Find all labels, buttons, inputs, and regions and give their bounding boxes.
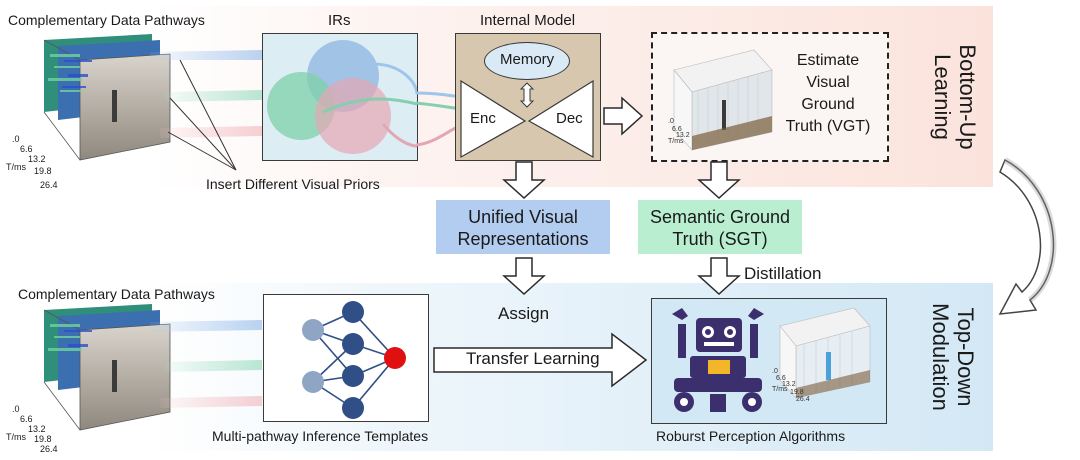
algorithms-plot bbox=[779, 307, 871, 399]
top-down-label: Top-Down Modulation bbox=[928, 292, 978, 422]
pathways-label-top: Complementary Data Pathways bbox=[8, 12, 205, 28]
irs-title: IRs bbox=[328, 12, 351, 29]
tick-2: 13.2 bbox=[676, 132, 690, 139]
templates-label: Multi-pathway Inference Templates bbox=[212, 428, 429, 444]
ir-circle-pink bbox=[315, 78, 391, 154]
dec-label: Dec bbox=[556, 110, 583, 127]
encoder-decoder bbox=[460, 79, 594, 159]
tick-4: 26.4 bbox=[40, 444, 58, 454]
beam-pink-top bbox=[160, 126, 262, 138]
robot-icon bbox=[672, 308, 764, 412]
vgt-line-2: Visual bbox=[806, 74, 850, 91]
enc-label: Enc bbox=[470, 110, 496, 127]
hidden-node-1 bbox=[342, 301, 364, 323]
semantic-line-1: Semantic Ground bbox=[649, 207, 791, 227]
arrow-unified-to-assign bbox=[502, 257, 546, 296]
tick-2: 13.2 bbox=[28, 154, 46, 164]
vgt-plot bbox=[673, 49, 773, 151]
unified-line-1: Unified Visual bbox=[468, 207, 578, 227]
data-stack-top bbox=[43, 34, 171, 161]
priors-pointer-lines bbox=[167, 59, 237, 171]
arrow-vgt-to-semantic bbox=[697, 161, 741, 200]
arrow-model-to-vgt bbox=[603, 96, 644, 136]
arrow-transfer-learning bbox=[433, 332, 648, 388]
vgt-label: Estimate Visual Ground Truth (VGT) bbox=[770, 50, 886, 138]
tick-1: 6.6 bbox=[20, 144, 33, 154]
tick-0: .0 bbox=[772, 368, 778, 375]
hidden-node-4 bbox=[342, 397, 364, 419]
semantic-line-2: Truth (SGT) bbox=[672, 229, 768, 249]
encoder-shape bbox=[460, 79, 527, 159]
tick-2: 13.2 bbox=[782, 381, 796, 388]
stack-noise-blue bbox=[62, 60, 92, 88]
unified-box bbox=[436, 200, 610, 254]
ir-link-pink bbox=[381, 123, 417, 148]
internal-model-title: Internal Model bbox=[480, 12, 576, 29]
tick-0: .0 bbox=[12, 134, 20, 144]
beam-green-bottom bbox=[165, 360, 262, 372]
tick-0: .0 bbox=[12, 404, 20, 414]
algorithms-label: Roburst Perception Algorithms bbox=[656, 428, 846, 444]
unified-label: Unified Visual Representations bbox=[436, 206, 610, 250]
beam-pink-bottom bbox=[160, 396, 262, 408]
tick-4: 26.4 bbox=[796, 396, 810, 403]
tick-3: 19.8 bbox=[790, 389, 804, 396]
tick-2: 13.2 bbox=[28, 424, 46, 434]
pathways-label-bottom: Complementary Data Pathways bbox=[18, 286, 215, 302]
memory-label: Memory bbox=[500, 51, 555, 68]
axis-unit: T/ms bbox=[772, 386, 788, 393]
tick-1: 6.6 bbox=[776, 375, 786, 382]
axis-unit: T/ms bbox=[6, 162, 26, 172]
axis-unit: T/ms bbox=[6, 432, 26, 442]
ir-link-blue bbox=[372, 62, 417, 95]
memory-node bbox=[484, 42, 570, 80]
output-node bbox=[384, 347, 406, 369]
distillation-label: Distillation bbox=[744, 264, 822, 283]
irs-box bbox=[262, 33, 418, 161]
stack-noise bbox=[48, 54, 82, 92]
input-node-2 bbox=[302, 371, 324, 393]
tick-0: .0 bbox=[668, 118, 674, 125]
rgb-frame bbox=[79, 53, 171, 161]
memory-link-arrow bbox=[519, 82, 535, 108]
semantic-label: Semantic Ground Truth (SGT) bbox=[638, 206, 802, 250]
hidden-node-3 bbox=[342, 365, 364, 387]
tick-3: 19.8 bbox=[34, 166, 52, 176]
ir-link-green bbox=[322, 97, 417, 114]
transfer-label: Transfer Learning bbox=[466, 349, 600, 368]
vgt-line-3: Ground bbox=[801, 96, 855, 113]
tick-1: 6.6 bbox=[20, 414, 33, 424]
beam-blue-bottom bbox=[150, 320, 262, 332]
top-down-line-2: Modulation bbox=[928, 303, 953, 411]
network-graph bbox=[302, 301, 406, 419]
data-stack-bottom bbox=[43, 304, 171, 431]
vgt-line-4: Truth (VGT) bbox=[785, 118, 871, 135]
axis-unit: T/ms bbox=[668, 138, 684, 145]
arrow-model-to-unified bbox=[502, 161, 546, 200]
top-down-line-1: Top-Down bbox=[953, 307, 978, 407]
unified-line-2: Representations bbox=[457, 229, 589, 249]
arrow-semantic-to-algorithms bbox=[697, 257, 741, 296]
tick-4: 26.4 bbox=[40, 180, 58, 190]
vgt-line-1: Estimate bbox=[796, 52, 860, 69]
hidden-node-2 bbox=[342, 333, 364, 355]
assign-label: Assign bbox=[498, 304, 550, 323]
beam-green-top bbox=[165, 90, 262, 102]
beam-blue-top bbox=[150, 50, 262, 60]
priors-label: Insert Different Visual Priors bbox=[206, 176, 380, 192]
tick-3: 19.8 bbox=[34, 434, 52, 444]
input-node-1 bbox=[302, 319, 324, 341]
tick-1: 6.6 bbox=[672, 126, 682, 133]
decoder-shape bbox=[527, 79, 594, 159]
semantic-box bbox=[638, 200, 802, 254]
loop-arrow bbox=[998, 158, 1055, 315]
